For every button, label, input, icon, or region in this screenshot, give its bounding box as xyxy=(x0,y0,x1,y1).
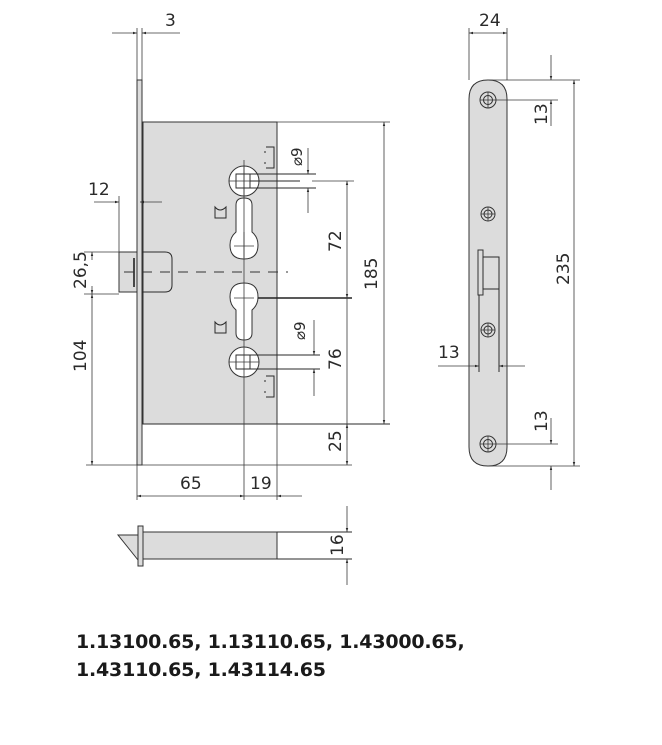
lock-case xyxy=(142,121,278,425)
dim-label-lower-diameter: ⌀9 xyxy=(291,321,309,340)
dim-faceplate-thickness: 3 xyxy=(112,11,180,80)
lower-cam-symbol xyxy=(214,320,227,334)
case-top xyxy=(142,531,278,560)
side-view: 24 13 235 13 13 xyxy=(438,11,580,490)
dim-label-185: 185 xyxy=(362,258,382,290)
dim-case-height: 185 xyxy=(277,121,390,424)
upper-cam-symbol xyxy=(214,205,227,219)
dim-case-thickness: 16 xyxy=(328,506,349,585)
faceplate-front xyxy=(136,79,143,466)
lower-trigger xyxy=(264,375,275,398)
dim-faceplate-length: 235 xyxy=(554,80,576,466)
dim-label-13-latch: 13 xyxy=(438,343,460,363)
faceplate-side xyxy=(468,79,508,467)
dim-bottom-offset: 25 xyxy=(292,424,352,466)
dim-top-screw-offset: 13 xyxy=(488,55,580,126)
dim-lower-square: ⌀9 xyxy=(291,320,316,396)
dim-label-12: 12 xyxy=(88,180,110,200)
dim-label-13-top: 13 xyxy=(532,103,552,125)
faceplate-top xyxy=(137,525,144,567)
screw-top xyxy=(479,91,497,109)
dim-label-76: 76 xyxy=(326,348,346,370)
upper-trigger xyxy=(264,146,275,169)
dim-upper-distance: 72 xyxy=(312,180,354,298)
dim-label-16: 16 xyxy=(328,534,348,556)
dim-backset: 65 19 xyxy=(137,474,302,498)
dim-latch-projection: 12 xyxy=(88,180,162,252)
screw-bottom xyxy=(479,435,497,453)
top-view: 16 xyxy=(116,506,352,585)
dim-label-19: 19 xyxy=(250,474,272,494)
dim-label-3: 3 xyxy=(165,11,176,31)
dim-latch-height: 26,5 xyxy=(71,251,119,295)
screw-upper-middle xyxy=(480,206,496,222)
front-view: 3 12 26,5 104 65 xyxy=(71,11,390,500)
dim-bottom-screw-offset: 13 xyxy=(488,410,580,490)
dim-latch-width: 13 xyxy=(438,343,525,368)
dim-label-upper-diameter: ⌀9 xyxy=(288,147,306,166)
screw-lower-middle xyxy=(480,322,496,338)
dim-label-13-bottom: 13 xyxy=(532,410,552,432)
dim-label-104: 104 xyxy=(71,340,91,372)
dim-label-26-5: 26,5 xyxy=(71,251,91,289)
dim-label-65: 65 xyxy=(180,474,202,494)
dim-faceplate-width: 24 xyxy=(468,11,508,80)
latch-bevel xyxy=(116,534,139,562)
model-numbers-line-1: 1.13100.65, 1.13110.65, 1.43000.65, xyxy=(76,631,465,653)
dim-latch-to-bottom: 104 xyxy=(71,294,292,466)
dim-label-235: 235 xyxy=(554,253,574,285)
dim-label-25: 25 xyxy=(326,430,346,452)
dim-label-24: 24 xyxy=(479,11,501,31)
dim-upper-square: ⌀9 xyxy=(288,147,310,213)
model-numbers-line-2: 1.43110.65, 1.43114.65 xyxy=(76,659,326,681)
model-numbers: 1.13100.65, 1.13110.65, 1.43000.65, 1.43… xyxy=(76,628,465,684)
latch-opening xyxy=(477,249,500,372)
dim-label-72: 72 xyxy=(326,230,346,252)
